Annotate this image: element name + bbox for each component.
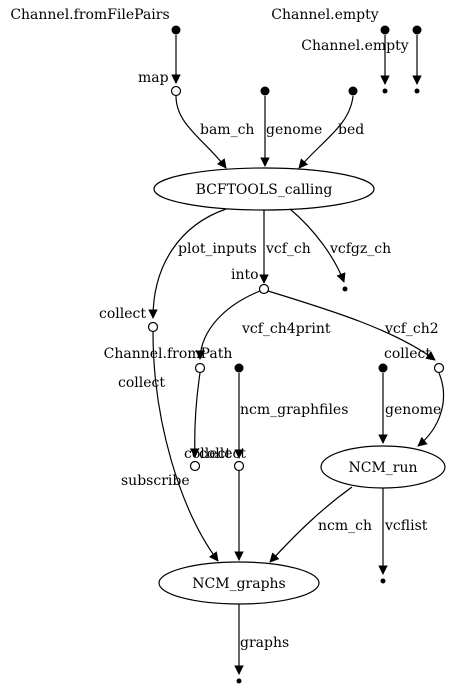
operator-map[interactable] [170, 85, 182, 97]
sink-vcfgz [342, 286, 348, 292]
source-node-bed[interactable] [348, 86, 358, 96]
edge-label-vcfgz-ch: vcfgz_ch [329, 241, 391, 257]
operator-label-collect-5: collect [199, 446, 246, 462]
edge-bed [298, 95, 354, 169]
operator-label-into: into [231, 267, 259, 283]
operator-collect-5[interactable] [233, 460, 245, 472]
edge-vcf-ch2 [267, 290, 436, 361]
edge-label-plot-inputs: plot_inputs [178, 241, 257, 257]
sink-vcflist [380, 578, 386, 584]
edge-subscribe [152, 331, 219, 562]
source-node-genome-2[interactable] [378, 363, 388, 373]
edge-vcfgz-ch [289, 208, 346, 283]
edge-label-bam-ch: bam_ch [200, 122, 254, 138]
edge-label-vcf-ch4print: vcf_ch4print [241, 321, 331, 337]
process-label-bcftools-calling: BCFTOOLS_calling [196, 182, 333, 198]
edge-label-genome-1: genome [266, 122, 322, 138]
edge-ncm-ch [269, 486, 353, 563]
operator-label-collect-2: collect [118, 375, 165, 391]
source-label-frompath: Channel.fromPath [104, 346, 233, 362]
sink-empty-1 [382, 88, 388, 94]
source-node-frompath[interactable] [234, 363, 244, 373]
edge-plot-inputs [148, 208, 227, 319]
operator-collect-2[interactable] [194, 362, 206, 374]
sink-empty-2 [414, 88, 420, 94]
operator-label-collect-3: collect [384, 346, 431, 362]
source-label-fromfilepairs: Channel.fromFilePairs [10, 7, 169, 23]
edge-label-vcf-ch2: vcf_ch2 [384, 321, 439, 337]
edge-label-bed: bed [338, 122, 364, 138]
source-node-genome-1[interactable] [260, 86, 270, 96]
operator-collect-3[interactable] [433, 362, 445, 374]
operator-label-collect-4: collect [184, 446, 231, 462]
process-label-ncm-graphs: NCM_graphs [192, 576, 285, 592]
edge-label-ncm-ch: ncm_ch [318, 518, 372, 534]
operator-label-map: map [138, 70, 169, 86]
edge-bam-ch [175, 95, 227, 169]
edge-vcf-ch4print [195, 290, 261, 360]
operator-into[interactable] [258, 283, 270, 295]
edge-label-vcf-ch: vcf_ch [265, 241, 311, 257]
operator-label-subscribe: subscribe [121, 473, 190, 489]
source-label-empty-2: Channel.empty [301, 38, 408, 54]
edge-label-graphs: graphs [240, 635, 289, 651]
edge-collect3-ncmrun [417, 372, 445, 447]
sink-graphs [236, 678, 242, 684]
edge-label-vcflist: vcflist [384, 518, 428, 534]
source-node-empty-2[interactable] [412, 25, 422, 35]
source-node-empty-1[interactable] [380, 25, 390, 35]
operator-label-collect-1: collect [99, 306, 146, 322]
source-node-fromfilepairs[interactable] [171, 25, 181, 35]
process-label-ncm-run: NCM_run [348, 460, 417, 476]
edge-collect2-collect4 [189, 372, 201, 458]
source-label-empty-1: Channel.empty [271, 7, 378, 23]
operator-collect-1[interactable] [147, 321, 159, 333]
edge-label-ncm-graphfiles: ncm_graphfiles [240, 402, 348, 418]
edge-label-genome-2: genome [385, 402, 441, 418]
operator-collect-4[interactable] [189, 460, 201, 472]
